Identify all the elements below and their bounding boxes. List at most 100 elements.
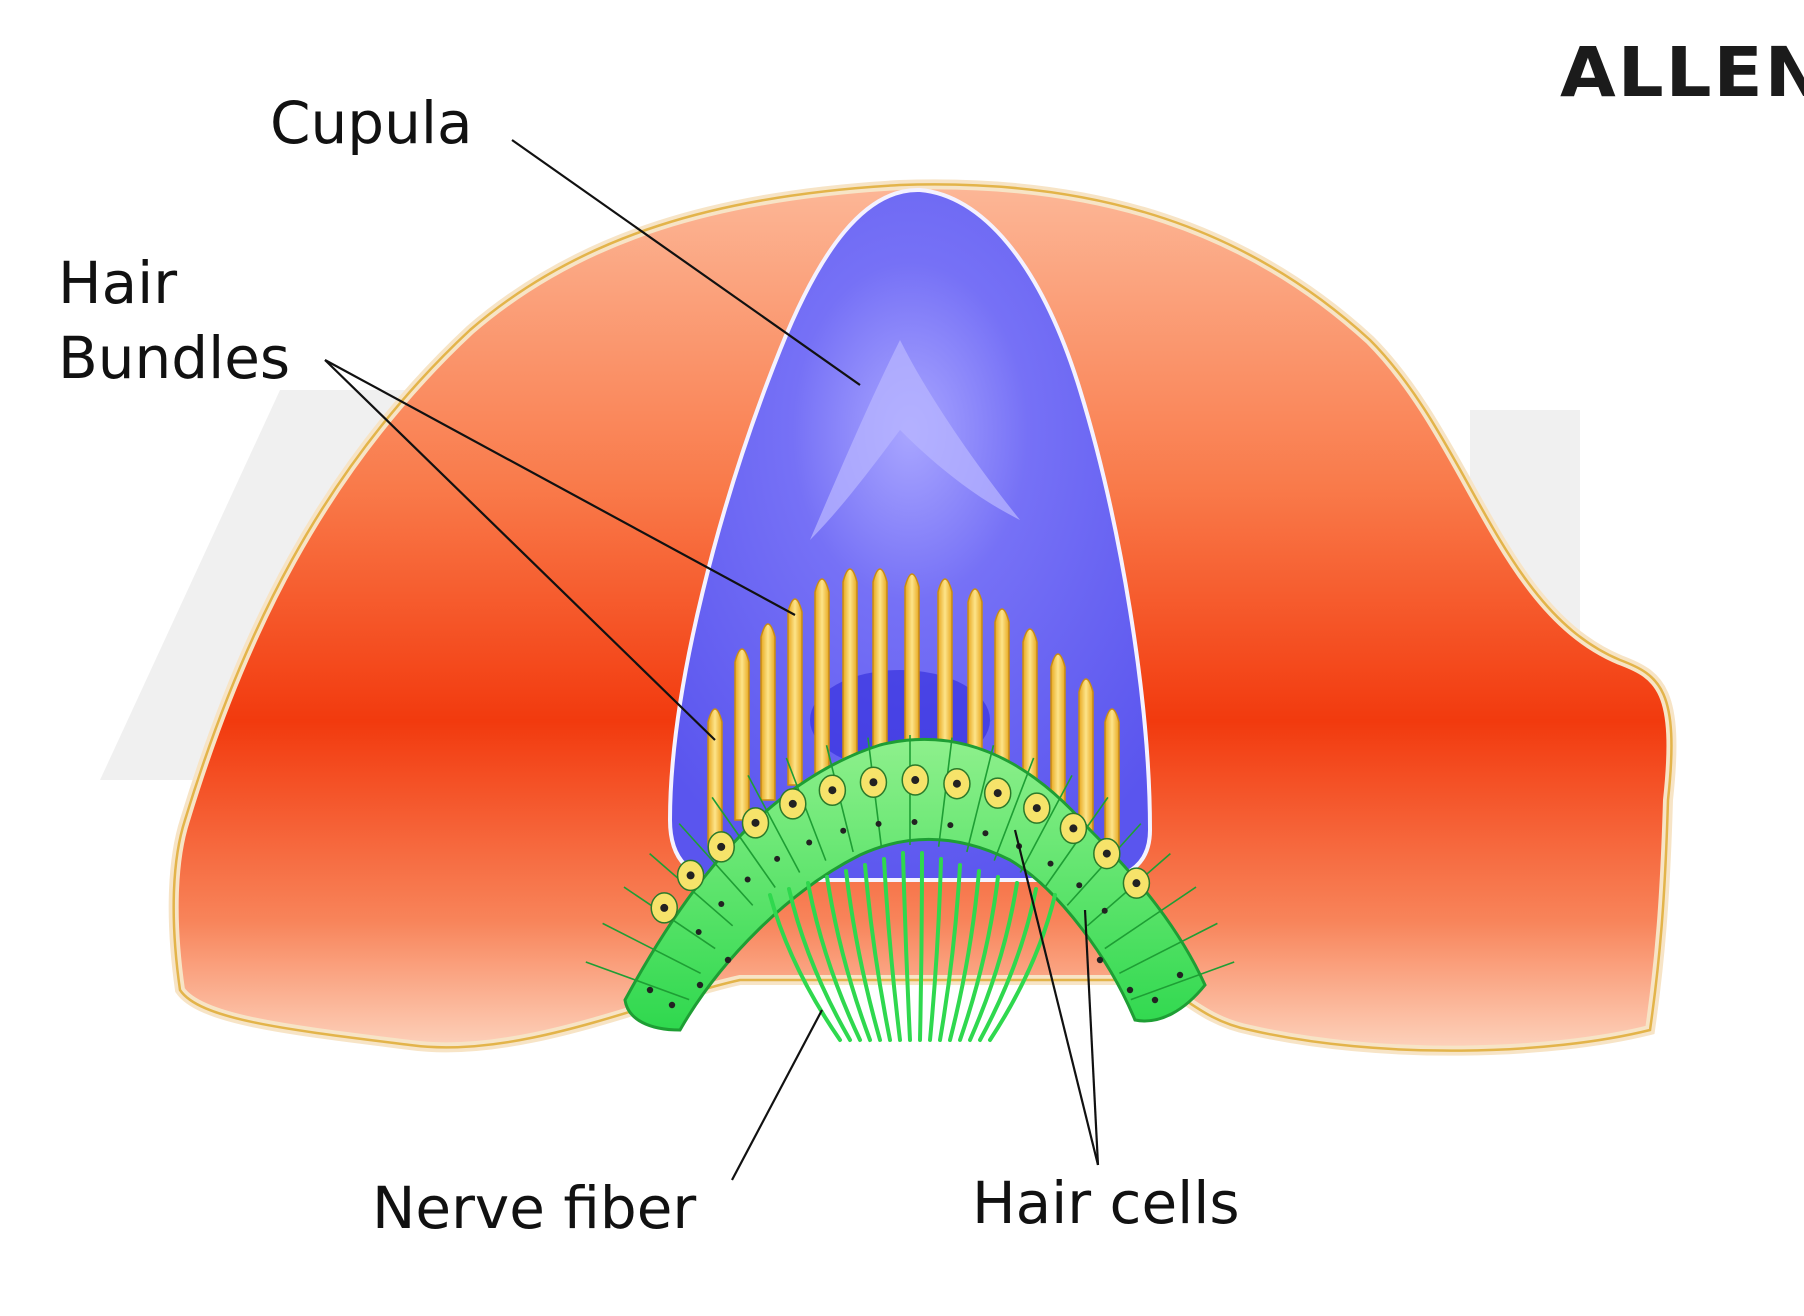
supporting-cell-nucleus <box>744 876 751 883</box>
cell-boundary <box>966 745 995 853</box>
leader-nerve-fiber <box>731 1009 823 1181</box>
supporting-cell-nucleus <box>947 822 954 829</box>
leader-hair-cells-1 <box>1013 829 1100 1166</box>
cell-boundary <box>678 823 754 906</box>
nerve-fiber <box>806 881 862 1042</box>
hair-cell-nucleus <box>911 776 920 785</box>
hair-bundle <box>787 598 803 786</box>
supporting-cell-nucleus <box>718 901 725 908</box>
cell-boundary <box>602 922 701 975</box>
supporting-cell-nucleus <box>1126 986 1134 994</box>
supporting-cell-nucleus <box>806 839 813 846</box>
hair-bundle <box>967 588 983 781</box>
supporting-cell-nucleus <box>724 956 732 964</box>
nerve-fiber <box>825 875 872 1042</box>
hair-cell-nucleus <box>751 818 760 827</box>
nerve-fiber <box>928 857 943 1042</box>
cell-boundary <box>1130 961 1235 1001</box>
supporting-cell-nucleus <box>911 819 918 826</box>
supporting-cell-nucleus <box>646 986 654 994</box>
cell-boundary <box>747 775 801 873</box>
hair-bundle <box>842 568 858 783</box>
hair-cell-nucleus <box>660 903 669 912</box>
hair-cell-nucleus <box>828 786 837 795</box>
cell-boundaries <box>585 735 1235 1001</box>
nerve-fiber <box>844 869 882 1042</box>
nerve-fiber <box>863 863 892 1042</box>
nerve-fiber <box>901 851 912 1042</box>
supporting-cell-nucleus <box>1047 860 1054 867</box>
supporting-cell-nucleus <box>774 855 781 862</box>
hair-cells <box>646 764 1184 1009</box>
leader-hair-bundles-1 <box>324 359 796 616</box>
leader-hair-cells-2 <box>1083 909 1100 1166</box>
hair-cell-nucleus <box>1102 849 1111 858</box>
supporting-cell-nucleus <box>840 827 847 834</box>
supporting-cell-nucleus <box>668 1001 676 1009</box>
nerve-fiber <box>988 893 1057 1042</box>
hair-bundle <box>814 578 830 781</box>
cell-boundary <box>1119 922 1218 975</box>
nerve-fiber <box>968 881 1019 1042</box>
hair-cell-nucleus <box>1032 804 1041 813</box>
hair-cell-nucleus <box>717 842 726 851</box>
nerve-fiber <box>918 851 924 1042</box>
nerve-fiber <box>958 875 1000 1042</box>
hair-cell-nucleus <box>788 799 797 808</box>
nerve-fiber <box>768 893 842 1042</box>
label-hair-bundles-line2: Bundles <box>58 324 291 392</box>
cell-boundary <box>785 757 827 861</box>
hair-bundle <box>1022 628 1038 791</box>
hair-bundle <box>994 608 1010 781</box>
nerve-fiber <box>938 863 962 1042</box>
hair-cell-nucleus <box>686 871 695 880</box>
supporting-cell-nucleus <box>982 830 989 837</box>
nerve-fiber <box>948 869 981 1042</box>
label-hair-bundles-line1: Hair <box>58 249 178 317</box>
cupula-highlight <box>810 340 1020 540</box>
supporting-cell-nucleus <box>875 820 882 827</box>
supporting-cell-nucleus <box>1151 996 1159 1004</box>
leader-hair-bundles-2 <box>324 359 716 741</box>
hair-cell-nucleus <box>1069 824 1078 833</box>
hair-bundle <box>1104 708 1120 851</box>
cell-boundary <box>993 757 1035 861</box>
supporting-cell-nucleus <box>1101 907 1108 914</box>
nerve-fiber <box>882 857 902 1042</box>
supporting-cell-nucleus <box>1076 882 1083 889</box>
cell-boundary <box>585 961 690 1001</box>
label-hair-cells: Hair cells <box>972 1169 1240 1237</box>
hair-bundle <box>1050 653 1066 811</box>
hair-bundle <box>734 648 750 821</box>
cell-boundary <box>1104 886 1197 950</box>
ampulla-tissue-outline <box>172 183 1673 1052</box>
supporting-cell-nucleus <box>695 929 702 936</box>
hair-cell-nucleus <box>869 778 878 787</box>
cell-boundary <box>1019 775 1073 873</box>
leader-cupula <box>511 139 861 386</box>
supporting-cell-nucleus <box>1096 956 1104 964</box>
label-nerve-fiber: Nerve fiber <box>372 1174 697 1242</box>
leader-lines <box>324 139 1100 1181</box>
hair-cell-nucleus <box>1132 879 1141 888</box>
hair-bundle <box>707 708 723 846</box>
hair-cell-nucleus <box>993 789 1002 798</box>
allen-logo: ALLEN <box>1560 32 1804 112</box>
hair-cell-nucleus <box>952 779 961 788</box>
sensory-epithelium <box>585 735 1235 1032</box>
hair-bundle <box>937 578 953 791</box>
hair-bundle <box>1078 678 1094 831</box>
label-cupula: Cupula <box>270 89 473 157</box>
nerve-fiber <box>978 887 1038 1042</box>
cell-boundary <box>711 796 776 888</box>
hair-bundles <box>707 568 1120 851</box>
hair-bundle <box>872 568 888 791</box>
supporting-cell-nucleus <box>696 981 704 989</box>
nerve-fibers <box>768 851 1057 1042</box>
nerve-fiber <box>787 887 852 1042</box>
epithelium-band <box>623 737 1207 1032</box>
hair-bundle <box>760 623 776 801</box>
supporting-cell-nucleus <box>1176 971 1184 979</box>
